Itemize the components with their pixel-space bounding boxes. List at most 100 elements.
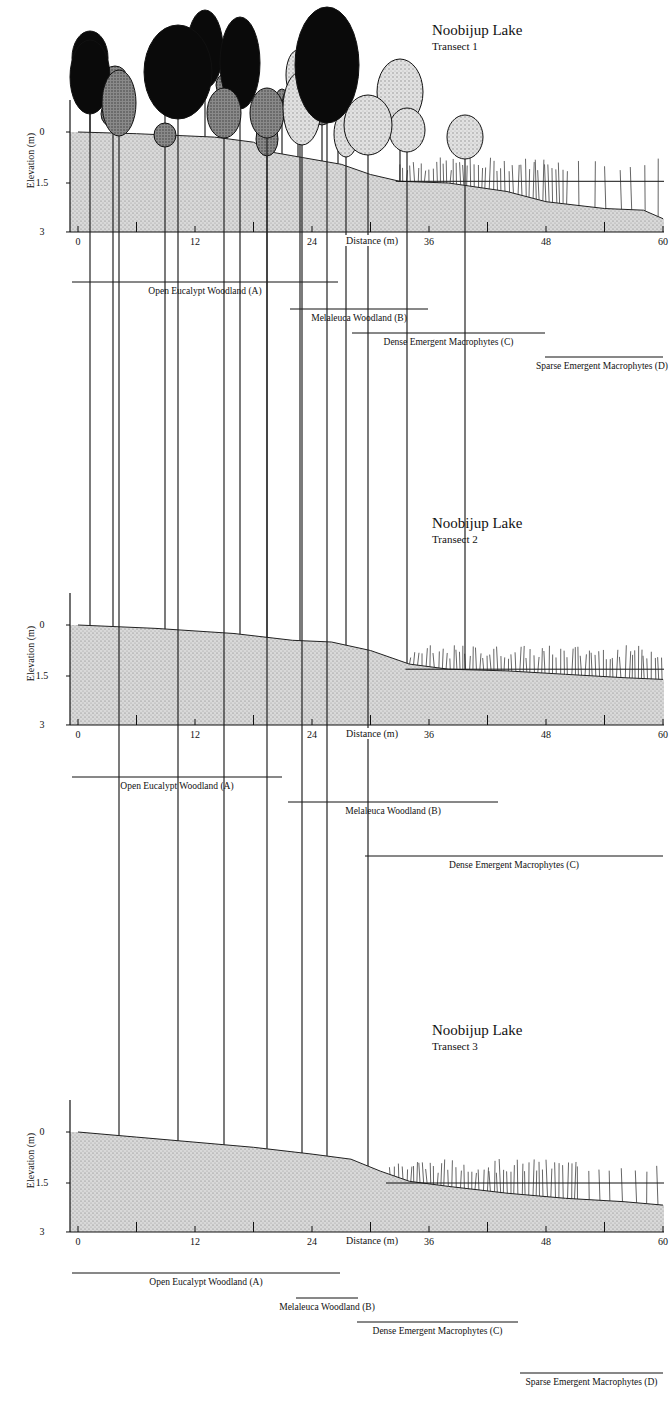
tree-trunk — [345, 157, 346, 645]
macrophyte-stem — [402, 1166, 404, 1179]
macrophyte-stem — [446, 160, 447, 182]
macrophyte-stem — [419, 1163, 420, 1183]
ground-profile — [70, 625, 664, 725]
macrophyte-stem — [568, 1162, 569, 1198]
macrophyte-stem — [638, 646, 639, 678]
ground-profile — [70, 1132, 664, 1232]
macrophyte-stem — [426, 648, 427, 666]
label-text: 1.5 — [36, 177, 49, 188]
macrophyte-stem — [605, 166, 606, 208]
zone-extent — [365, 856, 663, 857]
zone-extent — [288, 802, 498, 803]
macrophyte-stem — [564, 651, 565, 675]
macrophyte-stem — [661, 658, 663, 680]
distance-tick — [604, 1222, 605, 1232]
macrophyte-stem — [414, 652, 415, 664]
macrophyte-stem — [566, 171, 568, 204]
ground-surface — [78, 625, 663, 679]
label-text: Dense Emergent Macrophytes (C) — [373, 1326, 503, 1336]
macrophyte-stem — [620, 170, 621, 209]
label-text: 3 — [40, 1226, 45, 1237]
water-level — [396, 181, 664, 182]
label-text: 3 — [40, 226, 45, 237]
macrophyte-stem — [455, 1167, 456, 1187]
macrophyte-stem — [437, 1173, 439, 1185]
macrophyte-stem — [487, 1167, 488, 1190]
distance-tick — [370, 715, 371, 725]
macrophyte-stem — [595, 655, 597, 676]
macrophyte-stem — [500, 656, 501, 671]
macrophyte-stem — [483, 1170, 485, 1191]
label-text: Open Eucalypt Woodland (A) — [148, 286, 261, 296]
tree-trunk — [164, 147, 165, 629]
tree-trunk — [367, 155, 368, 1166]
label-text: 24 — [307, 729, 317, 740]
macrophyte-stem — [508, 659, 509, 671]
macrophyte-stem — [621, 1168, 622, 1201]
macrophyte-stem — [459, 652, 461, 670]
macrophyte-stem — [538, 170, 539, 200]
label-text: Open Eucalypt Woodland (A) — [149, 1277, 262, 1287]
label-text: Sparse Emergent Macrophytes (D) — [526, 1377, 658, 1387]
macrophyte-stem — [543, 160, 544, 201]
macrophyte-stem — [413, 1166, 414, 1182]
macrophyte-stem — [436, 162, 438, 183]
macrophyte-stem — [646, 658, 648, 678]
macrophyte-stem — [433, 169, 434, 183]
distance-tick — [136, 222, 137, 232]
macrophyte-stem — [449, 658, 450, 669]
macrophyte-stem — [409, 166, 411, 182]
melaleuca-tree — [344, 95, 392, 155]
tree-trunk — [89, 114, 90, 626]
label-text: Distance (m) — [344, 235, 400, 246]
macrophyte-stem — [606, 659, 607, 676]
macrophyte-stem — [418, 653, 419, 665]
tree-trunk — [266, 138, 267, 1149]
macrophyte-stem — [563, 170, 564, 204]
distance-tick — [78, 226, 79, 232]
macrophyte-stem — [550, 1169, 552, 1197]
macrophyte-stem — [504, 161, 506, 191]
elevation-axis — [69, 593, 70, 725]
elevation-tick — [66, 183, 70, 184]
macrophyte-stem — [535, 160, 537, 199]
macrophyte-stem — [536, 1171, 538, 1196]
macrophyte-stem — [554, 1162, 556, 1197]
macrophyte-stem — [446, 653, 447, 669]
label-text: 1.5 — [36, 670, 49, 681]
eucalypt-tree — [154, 123, 176, 147]
axis-title: Elevation (m) — [25, 132, 36, 187]
distance-tick — [370, 222, 371, 232]
label-text: Dense Emergent Macrophytes (C) — [384, 337, 514, 347]
label-text: 0 — [40, 126, 45, 137]
macrophyte-stem — [538, 657, 539, 673]
macrophyte-stem — [544, 651, 545, 673]
macrophyte-stem — [528, 1162, 529, 1195]
distance-tick — [487, 1222, 488, 1232]
macrophyte-stem — [493, 649, 494, 671]
distance-tick — [604, 222, 605, 232]
macrophyte-stem — [500, 168, 501, 190]
label-text: Distance (m) — [344, 728, 400, 739]
macrophyte-stem — [475, 1173, 476, 1190]
tree-trunk — [112, 127, 113, 627]
macrophyte-stem — [555, 657, 556, 673]
macrophyte-stem — [466, 166, 468, 186]
macrophyte-stem — [651, 652, 652, 679]
macrophyte-stem — [455, 650, 457, 670]
distance-axis — [70, 724, 664, 725]
macrophyte-stem — [475, 648, 477, 670]
label-text: 60 — [658, 1236, 668, 1247]
macrophyte-stem — [541, 648, 543, 673]
label-text: 0 — [40, 619, 45, 630]
label-text: Transect 2 — [432, 533, 478, 545]
macrophyte-stem — [424, 171, 425, 183]
macrophyte-stem — [456, 163, 457, 184]
elevation-axis — [69, 1100, 70, 1232]
distance-tick — [312, 719, 313, 725]
macrophyte-stem — [575, 1162, 576, 1199]
label-text: Transect 1 — [432, 40, 478, 52]
macrophyte-stem — [658, 657, 659, 679]
distance-tick — [604, 715, 605, 725]
macrophyte-stem — [474, 164, 475, 186]
